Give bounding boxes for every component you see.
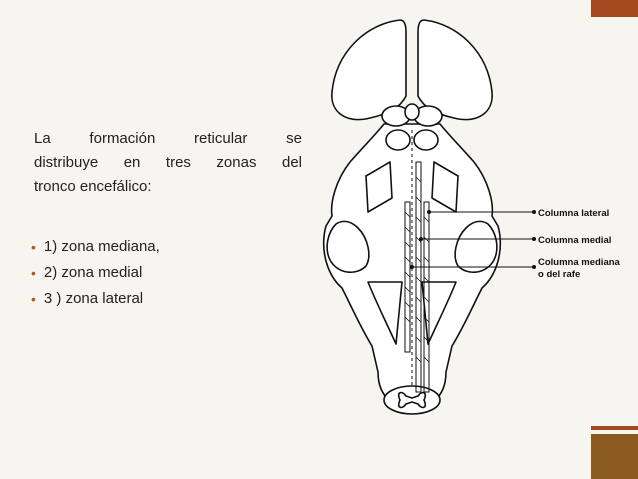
corner-accent-bottom-line [591, 426, 638, 430]
intro-paragraph: La formación reticular se distribuye en … [34, 127, 302, 199]
brainstem-diagram: Columna lateral Columna medial Columna m… [322, 19, 621, 415]
list-item: • 1) zona mediana, [31, 234, 160, 260]
zone-list: • 1) zona mediana, • 2) zona medial • 3 ) z… [31, 234, 160, 312]
list-item-text: 1) zona mediana, [43, 238, 160, 255]
label-del-rafe: o del rafe [538, 269, 580, 280]
bullet-icon: • [31, 239, 36, 255]
list-item-text: 2) zona medial [43, 264, 143, 281]
label-columna-lateral: Columna lateral [538, 208, 609, 219]
left-hemisphere [331, 19, 407, 121]
corner-accent-top [591, 0, 638, 17]
right-hemisphere [417, 19, 493, 121]
left-inner-region [365, 161, 393, 213]
intro-line-2: distribuye en tres zonas del [34, 154, 302, 171]
grey-matter-butterfly [397, 391, 427, 409]
intro-line-1: La formación reticular se [34, 130, 302, 147]
right-lower-region [421, 281, 457, 345]
list-item: • 2) zona medial [31, 260, 160, 286]
bullet-icon: • [31, 265, 36, 281]
inferior-colliculus-right [413, 129, 439, 151]
list-item: • 3 ) zona lateral [31, 286, 160, 312]
label-columna-mediana: Columna mediana [538, 257, 621, 268]
list-item-text: 3 ) zona lateral [43, 290, 144, 307]
right-inner-region [431, 161, 459, 213]
label-columna-medial: Columna medial [538, 235, 611, 246]
left-lower-region [367, 281, 403, 345]
pineal [404, 103, 420, 121]
bullet-icon: • [31, 291, 36, 307]
right-peduncle [454, 220, 498, 273]
corner-accent-bottom-block [591, 434, 638, 479]
inferior-colliculus-left [385, 129, 411, 151]
intro-line-3: tronco encefálico: [34, 178, 152, 195]
left-peduncle [326, 220, 370, 273]
